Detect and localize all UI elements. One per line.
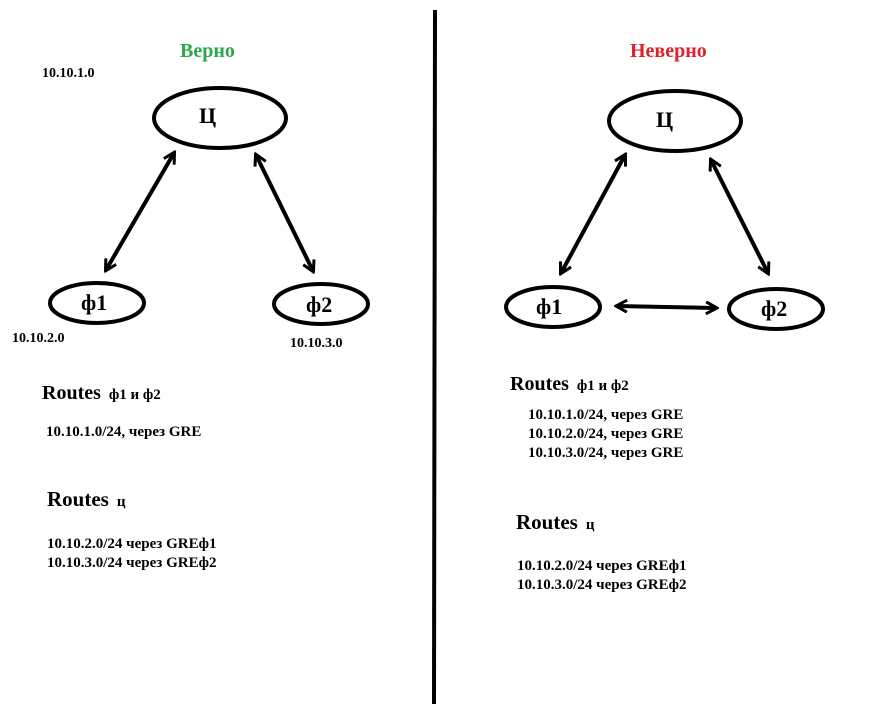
route-line: 10.10.3.0/24 через GREф2 bbox=[517, 577, 687, 593]
right-node-f2 bbox=[727, 287, 825, 331]
right-f2-label: ф2 bbox=[761, 296, 788, 321]
right-routes-center-word: Routes bbox=[516, 510, 578, 534]
right-routes-center-list: 10.10.2.0/24 через GREф1 10.10.3.0/24 че… bbox=[517, 557, 686, 595]
route-line: 10.10.1.0/24, через GRE bbox=[46, 424, 202, 440]
left-node-f1 bbox=[48, 281, 146, 325]
left-routes-branches-list: 10.10.1.0/24, через GRE bbox=[46, 423, 201, 442]
left-f2-label: ф2 bbox=[306, 292, 333, 317]
left-center-network: 10.10.1.0 bbox=[42, 66, 95, 81]
route-line: 10.10.3.0/24, через GRE bbox=[528, 445, 684, 461]
left-routes-branches-heading: Routes ф1 и ф2 bbox=[42, 383, 161, 403]
left-f1-label: ф1 bbox=[81, 290, 108, 315]
right-routes-branches-subject: ф1 и ф2 bbox=[576, 378, 629, 394]
left-routes-branches-word: Routes bbox=[42, 382, 101, 404]
route-line: 10.10.1.0/24, через GRE bbox=[528, 407, 684, 423]
right-f1-label: ф1 bbox=[536, 294, 563, 319]
left-f2-network: 10.10.3.0 bbox=[290, 336, 343, 351]
right-arrow-center-f1 bbox=[561, 155, 625, 273]
route-line: 10.10.2.0/24 через GREф1 bbox=[517, 558, 687, 574]
panel-divider bbox=[432, 9, 437, 705]
left-routes-center-word: Routes bbox=[47, 487, 109, 511]
right-routes-branches-word: Routes bbox=[510, 373, 569, 395]
right-arrow-center-f2 bbox=[711, 160, 768, 273]
left-arrow-center-f2 bbox=[256, 155, 313, 271]
right-node-f1 bbox=[504, 285, 602, 329]
route-line: 10.10.2.0/24, через GRE bbox=[528, 426, 684, 442]
left-node-center bbox=[152, 86, 288, 150]
left-routes-center-subject: ц bbox=[116, 494, 126, 510]
left-routes-center-list: 10.10.2.0/24 через GREф1 10.10.3.0/24 че… bbox=[47, 535, 216, 573]
left-routes-branches-subject: ф1 и ф2 bbox=[108, 387, 161, 403]
route-line: 10.10.3.0/24 через GREф2 bbox=[47, 555, 217, 571]
right-routes-center-subject: ц bbox=[585, 517, 595, 533]
left-arrow-center-f1 bbox=[106, 153, 174, 270]
right-center-label: Ц bbox=[656, 107, 674, 132]
right-routes-branches-heading: Routes ф1 и ф2 bbox=[510, 374, 629, 394]
right-title: Неверно bbox=[630, 40, 707, 62]
left-title: Верно bbox=[180, 40, 235, 62]
left-node-f2 bbox=[272, 282, 370, 326]
route-line: 10.10.2.0/24 через GREф1 bbox=[47, 536, 217, 552]
right-routes-branches-list: 10.10.1.0/24, через GRE 10.10.2.0/24, че… bbox=[528, 406, 683, 463]
right-arrow-f1-f2 bbox=[617, 306, 716, 308]
left-f1-network: 10.10.2.0 bbox=[12, 331, 65, 346]
left-center-label: Ц bbox=[199, 103, 217, 128]
right-node-center bbox=[607, 89, 743, 153]
